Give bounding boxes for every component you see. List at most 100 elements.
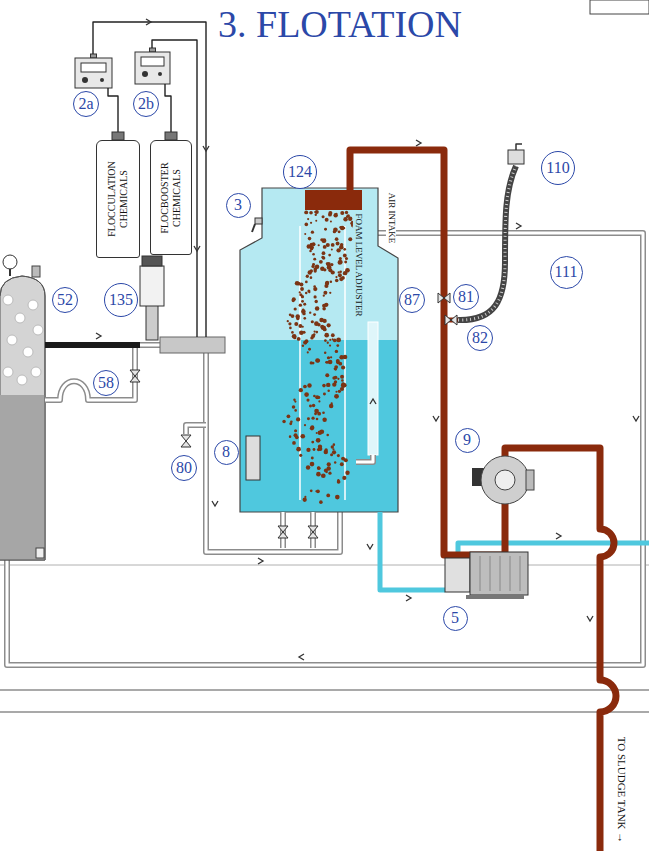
floc-particle [340,387,344,391]
flow-arrow [146,19,151,25]
grey-pipe-bore [45,348,135,400]
tank-outline [0,276,45,560]
floc-particle [336,338,341,343]
floc-particle [310,462,315,467]
floc-particle [319,500,323,504]
floc-particle [326,434,329,437]
diaphragm-pump [481,456,529,504]
node-text: 2b [138,96,154,112]
node-text: 135 [109,292,133,308]
floc-particle [303,340,307,344]
floc-particle [320,266,325,271]
floc-particle [306,448,310,452]
floc-particle [339,270,342,273]
flow-arrow [433,416,439,421]
floc-particle [290,421,293,424]
sample-tap [255,218,262,224]
node-text: 52 [57,292,73,308]
callout-number: 82 [467,325,493,351]
flow-arrow [556,533,561,539]
floc-particle [330,453,333,456]
floc-particle [335,495,340,500]
grey-pipe-bore [356,455,373,462]
floc-particle [304,424,306,426]
floc-particle [307,383,311,387]
floc-particle [323,291,327,295]
flow-arrow [212,501,218,506]
floc-particle [307,351,309,353]
motor-fin [520,556,521,591]
floc-particle [333,213,337,217]
injector-cap [142,256,162,266]
floor-line [0,565,649,566]
floc-particle [313,287,317,291]
floc-particle [328,360,333,365]
node-text: FLOCCULATION CHEMICALS [106,146,130,252]
flow-arrow [516,223,521,229]
node-text: 9 [463,432,471,448]
callout-number: 111 [550,256,583,289]
pump-head [445,558,470,592]
floc-particle [311,265,314,268]
pump-nozzle [150,48,156,52]
pump-display [81,63,106,72]
air-bubble [7,335,17,345]
floc-particle [301,300,304,303]
floc-particle [309,245,312,248]
node-text: 3 [234,197,242,213]
floc-particle [311,231,314,234]
floc-particle [289,327,292,330]
floc-particle [340,226,345,231]
floc-particle [312,242,316,246]
suction-tube [165,84,171,132]
sludge-pipe [350,150,505,555]
floc-particle [325,361,327,363]
floc-particle [311,320,314,323]
floc-particle [287,320,289,322]
floc-particle [345,268,350,273]
floc-particle [303,303,306,306]
floc-particle [328,254,331,257]
floc-particle [324,339,327,342]
floc-particle [302,309,304,311]
floc-particle [288,322,291,325]
floc-particle [326,243,330,247]
tap-spout [252,224,255,232]
floc-particle [324,228,327,231]
pressure-gauge [3,255,17,269]
floc-particle [309,250,312,253]
floc-particle [335,237,339,241]
valve-symbol [130,370,140,382]
chemical-bottle: FLOCBOOSTER CHEMICALS [150,140,192,255]
node-text: 5 [451,610,459,626]
floc-particle [315,358,320,363]
floc-particle [312,404,315,407]
floc-particle [313,448,316,451]
floc-particle [313,313,316,316]
floc-particle [335,350,338,353]
floc-particle [292,297,296,301]
flow-arrow [406,595,411,601]
floc-particle [331,333,335,337]
floc-particle [324,333,329,338]
floc-particle [294,429,297,432]
floc-particle [319,260,323,264]
pump-chamber [495,470,515,490]
air-bubble [31,367,41,377]
floc-particle [327,323,331,327]
floc-particle [335,279,339,283]
floc-particle [330,220,332,222]
node-text: 111 [555,264,578,280]
floc-particle [334,380,337,383]
sludge-layer [305,190,362,210]
floc-particle [345,257,348,260]
node-text: 2a [78,96,93,112]
node-text: 80 [176,460,192,476]
floc-particle [309,311,311,313]
floc-particle [322,251,326,255]
floc-particle [313,395,316,398]
floc-particle [297,282,301,286]
valve-symbol [445,315,457,325]
motor-fin [480,556,481,591]
